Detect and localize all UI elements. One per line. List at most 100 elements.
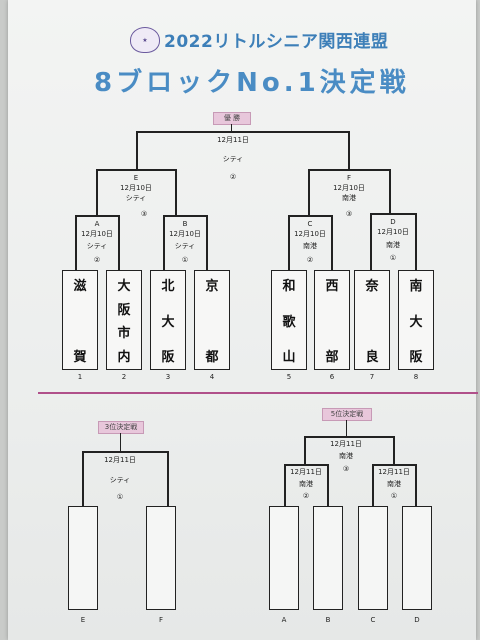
- d-number: ①: [389, 254, 397, 262]
- third-place-label: 3位決定戦: [98, 421, 144, 434]
- fifth-left-l-drop: [284, 464, 286, 506]
- team-name-8: 南 大 阪: [409, 279, 423, 365]
- team-box-3: 北 大 阪: [150, 270, 186, 370]
- seed-1: 1: [77, 373, 83, 381]
- fifth-place-label: 5位決定戦: [322, 408, 372, 421]
- final-label: 優 勝: [213, 112, 251, 125]
- fifth-right-r-drop: [415, 464, 417, 506]
- fifth-slot-b-box: [313, 506, 343, 610]
- a-date: 12月10日: [81, 230, 113, 238]
- third-right-drop: [167, 451, 169, 507]
- f-right-drop: [389, 169, 391, 215]
- f-number: ③: [345, 210, 353, 218]
- d-left-drop: [370, 213, 372, 271]
- team-name-7: 奈 良: [365, 279, 379, 365]
- c-venue: 南港: [303, 242, 317, 250]
- bracket-sheet: ★ 2022リトルシニア関西連盟 8ブロックNo.1決定戦 優 勝 12月11日…: [8, 0, 478, 640]
- a-name: A: [94, 220, 100, 228]
- c-name: C: [307, 220, 313, 228]
- a-left-drop: [75, 215, 77, 271]
- c-number: ②: [306, 256, 314, 264]
- team-name-6: 西 部: [325, 279, 339, 365]
- fifth-left-bar: [284, 464, 328, 466]
- final-right-drop: [348, 131, 350, 169]
- fifth-slot-a-box: [269, 506, 299, 610]
- b-date: 12月10日: [169, 230, 201, 238]
- e-venue: シティ: [125, 194, 147, 202]
- fifth-slot-b-label: B: [325, 616, 331, 624]
- e-right-drop: [175, 169, 177, 215]
- f-bar: [308, 169, 390, 171]
- team-box-2: 大 阪 市 内: [106, 270, 142, 370]
- seed-2: 2: [121, 373, 127, 381]
- fifth-right-number: ①: [390, 492, 398, 500]
- fifth-right-bar: [372, 464, 416, 466]
- team-name-4: 京 都: [205, 279, 219, 365]
- fifth-left-r-drop: [327, 464, 329, 506]
- f-left-drop: [308, 169, 310, 215]
- third-slot-e-box: [68, 506, 98, 610]
- team-box-4: 京 都: [194, 270, 230, 370]
- c-bar: [288, 215, 332, 217]
- e-bar: [96, 169, 176, 171]
- b-venue: シティ: [174, 242, 196, 250]
- fifth-slot-d-box: [402, 506, 432, 610]
- e-number: ③: [140, 210, 148, 218]
- third-stem: [120, 433, 121, 451]
- third-number: ①: [116, 493, 124, 501]
- third-bar: [82, 451, 168, 453]
- b-right-drop: [206, 215, 208, 271]
- a-bar: [75, 215, 119, 217]
- fifth-right-venue: 南港: [387, 480, 401, 488]
- final-venue: シティ: [222, 155, 244, 163]
- fifth-slot-c-box: [358, 506, 388, 610]
- final-date: 12月11日: [217, 136, 249, 144]
- fifth-venue: 南港: [339, 452, 353, 460]
- fifth-slot-c-label: C: [370, 616, 376, 624]
- fifth-left-date: 12月11日: [290, 468, 322, 476]
- c-left-drop: [288, 215, 290, 271]
- e-date: 12月10日: [120, 184, 152, 192]
- third-venue: シティ: [109, 476, 131, 484]
- b-name: B: [182, 220, 188, 228]
- team-box-8: 南 大 阪: [398, 270, 434, 370]
- team-name-5: 和 歌 山: [282, 279, 296, 365]
- seed-8: 8: [413, 373, 419, 381]
- b-number: ①: [181, 256, 189, 264]
- third-slot-f-box: [146, 506, 176, 610]
- fifth-left-number: ②: [302, 492, 310, 500]
- seed-7: 7: [369, 373, 375, 381]
- league-logo-icon: ★: [130, 27, 160, 53]
- section-divider: [38, 392, 478, 394]
- fifth-number: ③: [342, 465, 350, 473]
- team-box-5: 和 歌 山: [271, 270, 307, 370]
- f-date: 12月10日: [333, 184, 365, 192]
- a-right-drop: [118, 215, 120, 271]
- fifth-bar: [304, 436, 394, 438]
- d-bar: [370, 213, 416, 215]
- team-box-7: 奈 良: [354, 270, 390, 370]
- page-title: 2022リトルシニア関西連盟: [164, 32, 389, 52]
- seed-3: 3: [165, 373, 171, 381]
- fifth-right-date: 12月11日: [378, 468, 410, 476]
- b-left-drop: [163, 215, 165, 271]
- e-name: E: [133, 174, 139, 182]
- team-name-3: 北 大 阪: [161, 279, 175, 365]
- third-date: 12月11日: [104, 456, 136, 464]
- e-left-drop: [96, 169, 98, 215]
- c-right-drop: [331, 215, 333, 271]
- seed-4: 4: [209, 373, 215, 381]
- team-name-1: 滋 賀: [73, 279, 87, 365]
- d-right-drop: [415, 213, 417, 271]
- fifth-left-venue: 南港: [299, 480, 313, 488]
- final-stem: [231, 124, 232, 132]
- seed-6: 6: [329, 373, 335, 381]
- a-number: ②: [93, 256, 101, 264]
- final-left-drop: [136, 131, 138, 169]
- seed-5: 5: [286, 373, 292, 381]
- d-date: 12月10日: [377, 228, 409, 236]
- fifth-slot-a-label: A: [281, 616, 287, 624]
- d-name: D: [390, 218, 396, 226]
- b-bar: [163, 215, 207, 217]
- team-box-1: 滋 賀: [62, 270, 98, 370]
